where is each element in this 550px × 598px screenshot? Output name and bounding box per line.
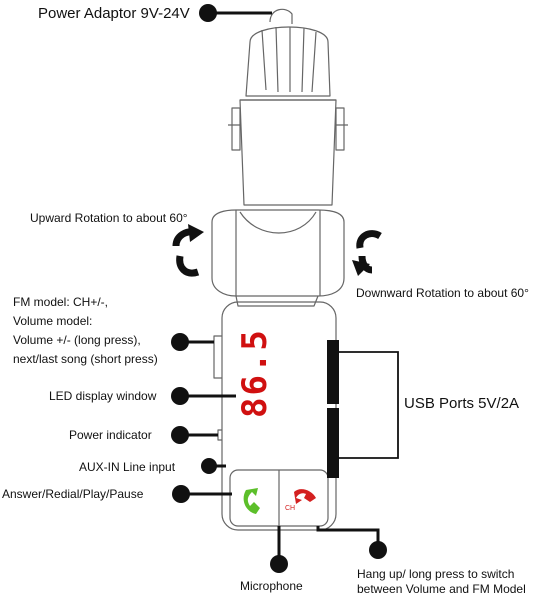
phone-answer-icon[interactable] [243,488,260,514]
adaptor-cap [245,26,331,97]
usb-ports-label: USB Ports 5V/2A [404,395,520,412]
answer-redial-label: Answer/Redial/Play/Pause [2,487,144,501]
power-indicator-label: Power indicator [69,428,152,442]
usb-port-1 [327,340,339,404]
charger-outline [211,8,348,531]
aux-in-label: AUX-IN Line input [79,460,176,474]
ch-button-label: CH [285,505,295,512]
rotate-up-arrow-icon [172,224,204,277]
rotate-down-arrow-icon [352,230,382,276]
microphone-label: Microphone [240,579,303,593]
adaptor-barrel [239,99,337,206]
hang-up-label: Hang up/ long press to switch between Vo… [357,567,526,596]
swivel-joint [211,209,345,297]
upward-rotation-label: Upward Rotation to about 60° [30,211,188,225]
usb-ports-bracket [327,340,399,478]
tip-contact [269,8,293,24]
usb-port-2 [327,408,339,478]
side-contacts [231,107,345,151]
power-adaptor-label: Power Adaptor 9V-24V [38,5,190,22]
phone-hangup-icon[interactable]: CH [285,489,316,512]
side-buttons [213,335,222,379]
led-display-reading: 86.5 [235,328,275,418]
downward-rotation-label: Downward Rotation to about 60° [356,286,529,300]
callout-leaders [171,4,387,573]
fm-model-label: FM model: CH+/-, Volume model: Volume +/… [13,295,158,366]
led-display-label: LED display window [49,389,157,403]
